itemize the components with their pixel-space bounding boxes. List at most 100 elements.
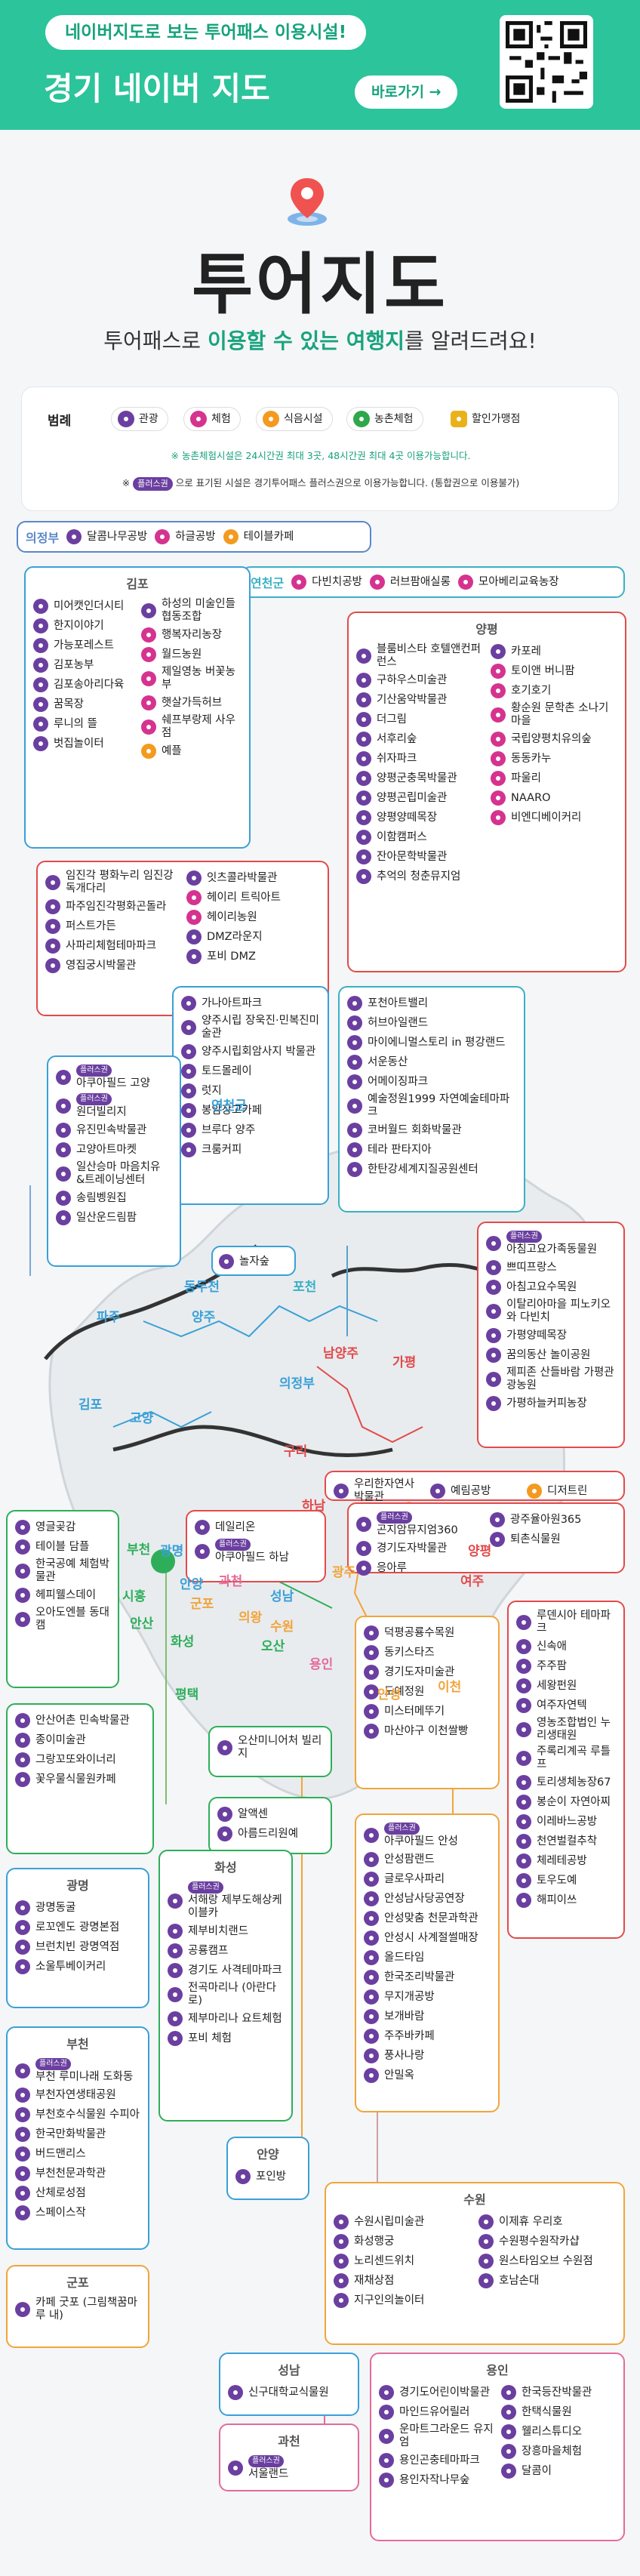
poi-item[interactable]: 서후리숲 (356, 729, 483, 749)
poi-item[interactable]: 한국조리박물관 (364, 1967, 491, 1987)
poi-item[interactable]: 하성의 미술인들 협동조합 (141, 596, 242, 625)
poi-item[interactable]: 영집궁시박물관 (45, 956, 179, 975)
poi-item[interactable]: 이제휴 우리호 (478, 2212, 616, 2232)
poi-item[interactable]: 광주율아원365 (490, 1510, 616, 1530)
poi-item[interactable]: 용인곤충테마파크 (379, 2451, 494, 2470)
poi-item[interactable]: 아침고요수목원 (486, 1277, 616, 1297)
poi-item[interactable]: 쉬자파크 (356, 749, 483, 769)
poi-item[interactable]: 헤이리농원 (186, 907, 320, 927)
poi-item[interactable]: 유진민속박물관 (56, 1120, 172, 1140)
poi-item[interactable]: 일산운드림팜 (56, 1208, 172, 1228)
poi-item[interactable]: 가능포레스트 (33, 636, 134, 655)
poi-item[interactable]: 예플 (141, 741, 242, 761)
poi-item[interactable]: 덕평공룡수목원 (364, 1623, 491, 1643)
poi-item[interactable]: 안성시 사계절썰매장 (364, 1928, 491, 1948)
poi-item[interactable]: 양주시립회암사지 박물관 (181, 1042, 320, 1062)
poi-item[interactable]: 경기도어린이박물관 (379, 2383, 494, 2402)
poi-item[interactable]: 일산승마 마음치유 &트레이닝센터 (56, 1160, 172, 1188)
poi-item[interactable]: 안성팜랜드 (364, 1850, 491, 1869)
poi-item[interactable]: 재채상점 (334, 2271, 471, 2291)
poi-item[interactable]: 브루다 양주 (181, 1120, 320, 1140)
poi-item[interactable]: 한국등잔박물관 (501, 2383, 616, 2402)
poi-item[interactable]: 영글곶감 (15, 1518, 110, 1537)
poi-item[interactable]: 여주자연텍 (516, 1696, 616, 1715)
poi-item[interactable]: 양평곤립미술관 (356, 788, 483, 808)
poi-item[interactable]: 부천자연생태공원 (15, 2085, 140, 2105)
poi-item[interactable]: 산체로성점 (15, 2183, 140, 2203)
poi-item[interactable]: 체레테공방 (516, 1851, 616, 1871)
poi-item[interactable]: 버드맨리스 (15, 2144, 140, 2164)
poi-item[interactable]: 동키스타즈 (364, 1643, 491, 1662)
poi-item[interactable]: 광명동굴 (15, 1898, 140, 1918)
poi-item[interactable]: 한탄강세계지질공원센터 (347, 1160, 516, 1179)
poi-item[interactable]: 소울투베이커리 (15, 1957, 140, 1977)
poi-item[interactable]: 포천아트밸리 (347, 994, 516, 1013)
poi-item[interactable]: 동동카누 (491, 749, 617, 769)
poi-item[interactable]: 포인방 (235, 2167, 300, 2186)
poi-item[interactable]: 테이블카페 (223, 527, 294, 547)
poi-item[interactable]: 아름드리원예 (217, 1824, 323, 1844)
poi-item[interactable]: 사파리체험테마파크 (45, 936, 179, 956)
poi-item[interactable]: 퍼스트가든 (45, 917, 179, 936)
poi-item[interactable]: 운마트그라운드 유지엄 (379, 2422, 494, 2451)
poi-item[interactable]: 가평하늘커피농장 (486, 1394, 616, 1413)
poi-item[interactable]: 제일영농 버꽃농부 (141, 664, 242, 693)
poi-item[interactable]: 헤피웰스데이 (15, 1585, 110, 1605)
poi-item[interactable]: 월드농원 (141, 645, 242, 664)
poi-item[interactable]: 도예정원 (364, 1682, 491, 1702)
poi-item[interactable]: 공룡캠프 (168, 1941, 284, 1961)
poi-item[interactable]: 구하우스미술관 (356, 670, 483, 690)
poi-item[interactable]: 다빈치공방 (291, 572, 362, 592)
poi-item[interactable]: 원스타임오브 수원점 (478, 2251, 616, 2271)
poi-item[interactable]: 봉암장고카페 (181, 1101, 320, 1120)
poi-item[interactable]: 파주임진각평화곤돌라 (45, 897, 179, 917)
poi-item[interactable]: 코버월드 회화박물관 (347, 1120, 516, 1140)
poi-item[interactable]: NAARO (491, 788, 617, 808)
poi-item[interactable]: 무지개공방 (364, 1987, 491, 2007)
poi-item[interactable]: 포비 DMZ (186, 947, 320, 966)
poi-item[interactable]: 테라 판타지아 (347, 1140, 516, 1160)
poi-item[interactable]: 브런치빈 광명역점 (15, 1937, 140, 1957)
poi-item[interactable]: 양평군충목박물관 (356, 769, 483, 788)
poi-item[interactable]: 안성맞춤 천문과학관 (364, 1909, 491, 1928)
poi-item[interactable]: 비엔디베이커리 (491, 808, 617, 827)
poi-item[interactable]: 예술정원1999 자연예술테마파크 (347, 1092, 516, 1120)
poi-item[interactable]: 포비 체험 (168, 2029, 284, 2048)
poi-item[interactable]: 가나아트파크 (181, 994, 320, 1013)
poi-item[interactable]: 경기도자박물관 (356, 1539, 482, 1558)
poi-item[interactable]: 송림벵원집 (56, 1188, 172, 1208)
poi-item[interactable]: 올드타임 (364, 1948, 491, 1967)
poi-item[interactable]: 잔아문학박물관 (356, 847, 483, 867)
poi-item[interactable]: 벗집놀이터 (33, 734, 134, 753)
poi-item[interactable]: 용인자작나무숲 (379, 2470, 494, 2490)
poi-item[interactable]: 임진각 평화누리 임진강 독개다리 (45, 868, 179, 897)
poi-item[interactable]: 서운동산 (347, 1052, 516, 1072)
poi-item[interactable]: 스페이스작 (15, 2203, 140, 2223)
poi-item[interactable]: 토우도예 (516, 1871, 616, 1890)
poi-item[interactable]: 꿈목장 (33, 695, 134, 714)
poi-item[interactable]: 노리센드위치 (334, 2251, 471, 2271)
poi-item[interactable]: 한택식물원 (501, 2402, 616, 2422)
poi-item[interactable]: 달콤나무공방 (66, 527, 147, 547)
poi-item[interactable]: 종이미술관 (15, 1730, 145, 1750)
poi-item[interactable]: 미어캣인더시티 (33, 596, 134, 616)
poi-item[interactable]: 안성남사당공연장 (364, 1889, 491, 1909)
poi-item[interactable]: 토이앤 버니팜 (491, 661, 617, 681)
poi-item[interactable]: 어메이징파크 (347, 1072, 516, 1092)
poi-item[interactable]: 럿지 (181, 1081, 320, 1101)
poi-item[interactable]: DMZ라운지 (186, 927, 320, 947)
poi-item[interactable]: 루니의 뜰 (33, 714, 134, 734)
poi-item[interactable]: 햇살가득허브 (141, 693, 242, 713)
poi-item[interactable]: 전곡마리나 (아란다로) (168, 1980, 284, 2009)
poi-item[interactable]: 부천천문과학관 (15, 2164, 140, 2183)
poi-item[interactable]: 마이에니멀스토리 in 평강랜드 (347, 1033, 516, 1052)
poi-item[interactable]: 오산미니어처 빌리지 (217, 1733, 323, 1762)
poi-item[interactable]: 블룸비스타 호텔앤컨퍼런스 (356, 642, 483, 670)
